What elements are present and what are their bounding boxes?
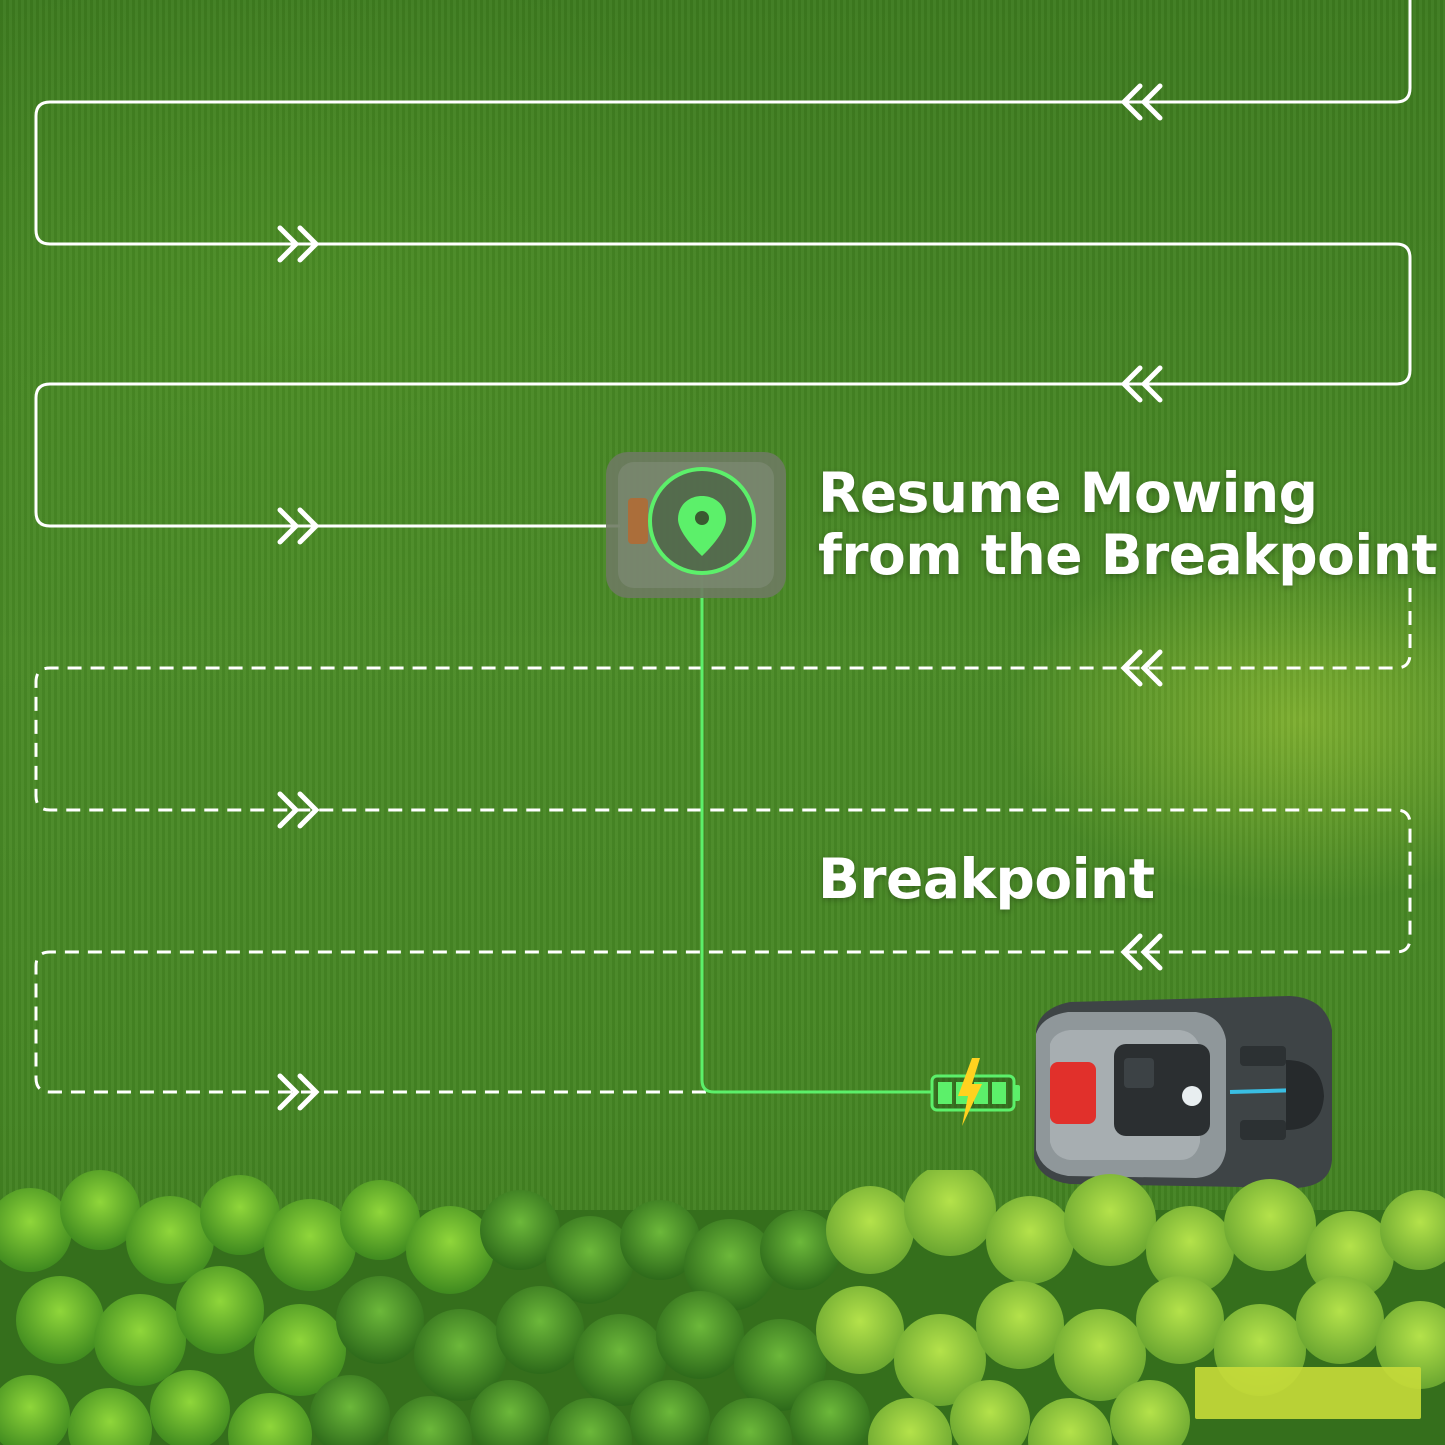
double-chevron-icon [277, 791, 320, 829]
robot-mower [1034, 996, 1332, 1188]
battery-charging-icon [930, 1058, 1020, 1126]
remaining-mowing-path [34, 588, 1412, 1094]
hedge-shrubs [0, 1170, 1445, 1445]
watermark-block [1195, 1367, 1421, 1419]
double-chevron-icon [277, 1073, 320, 1111]
resume-line-1: Resume Mowing [818, 461, 1318, 525]
breakpoint-label: Breakpoint [818, 847, 1155, 911]
double-chevron-icon [277, 507, 320, 545]
resume-line-2: from the Breakpoint [818, 523, 1438, 587]
double-chevron-icon [1120, 933, 1163, 971]
mower-stop-button [1050, 1062, 1096, 1124]
double-chevron-icon [277, 225, 320, 263]
return-to-charge-line [700, 574, 932, 1094]
completed-mowing-path [34, 0, 1412, 528]
double-chevron-icon [1120, 649, 1163, 687]
resume-mowing-label: Resume Mowing from the Breakpoint [818, 461, 1438, 587]
double-chevron-icon [1120, 365, 1163, 403]
double-chevron-icon [1120, 83, 1163, 121]
location-pin-icon [648, 467, 756, 575]
